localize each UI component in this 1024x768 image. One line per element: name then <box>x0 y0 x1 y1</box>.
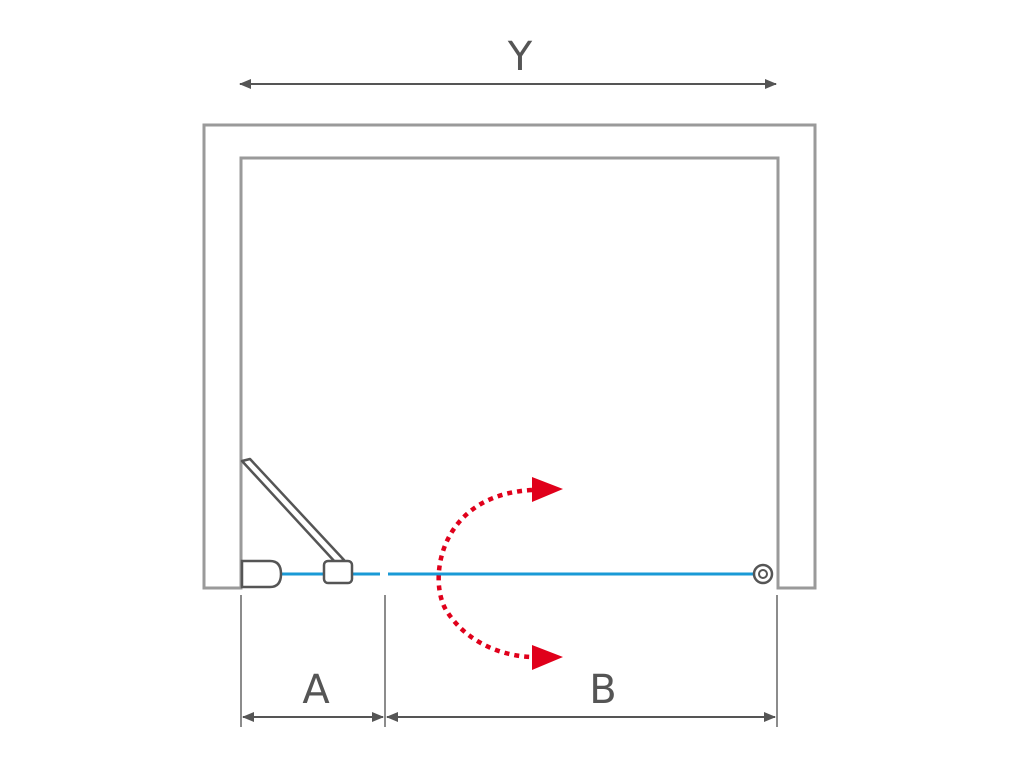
dimension-label-y: Y <box>507 34 533 80</box>
wall-outline <box>202 123 817 590</box>
support-bar <box>240 457 346 565</box>
swing-arrowhead-up-icon <box>532 477 563 502</box>
wall-profile <box>240 559 283 589</box>
dimension-label-b: B <box>589 667 616 713</box>
hinge-block <box>322 559 354 585</box>
swing-arrowhead-down-icon <box>532 645 563 670</box>
swing-arc <box>436 487 533 660</box>
pivot-inner-circle <box>758 569 768 579</box>
dimension-label-a: A <box>302 667 330 713</box>
